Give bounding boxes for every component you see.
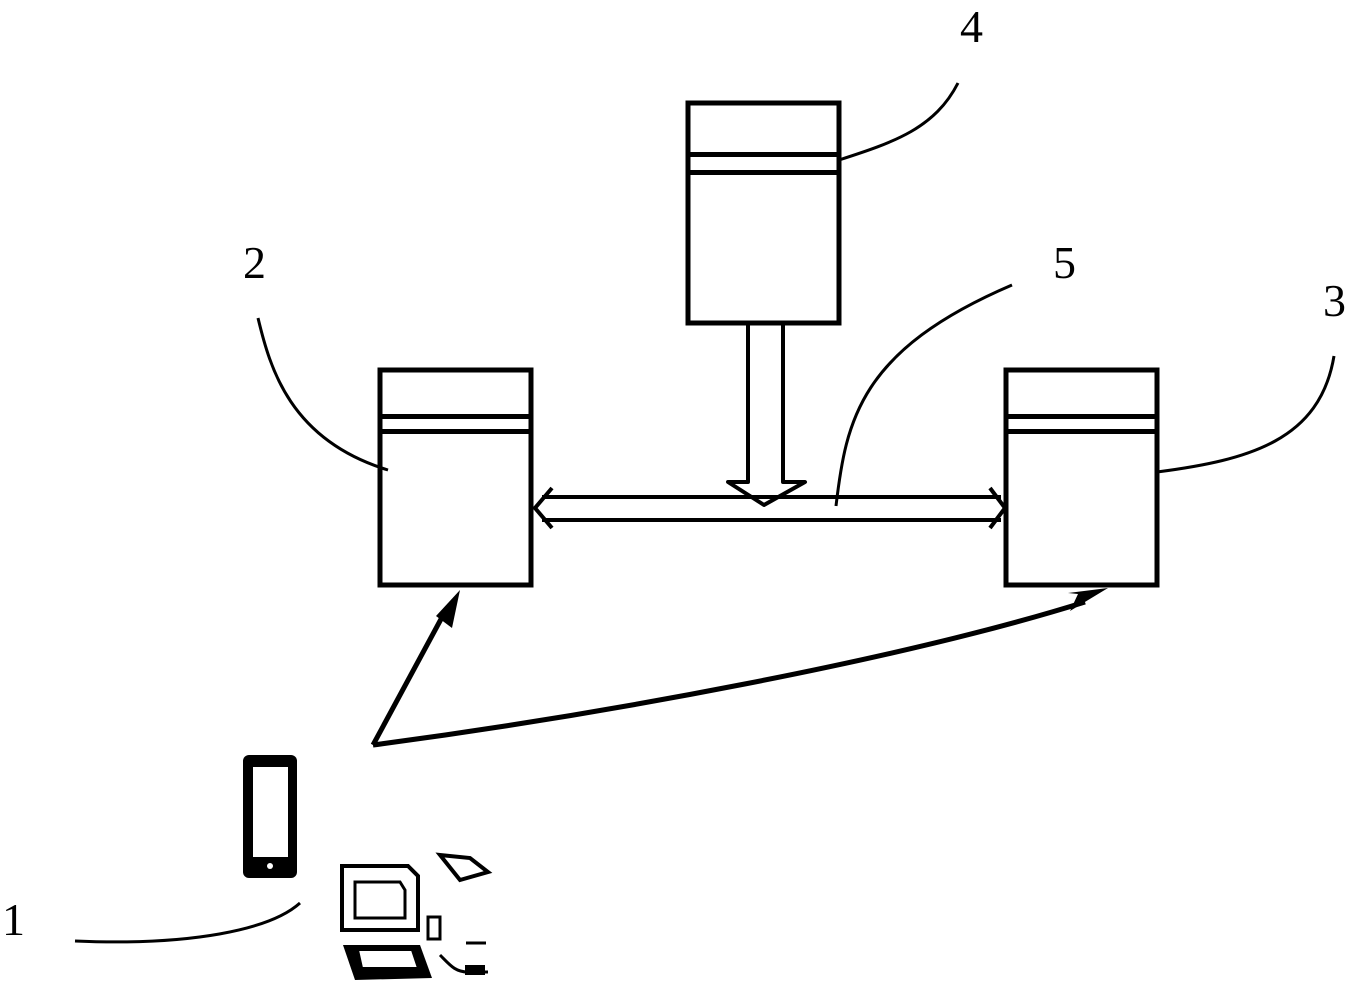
leader-line-5 [834,283,1013,507]
down-arrow [726,323,807,507]
label-5: 5 [1053,237,1076,288]
label-4: 4 [960,1,983,52]
leader-line-1 [74,901,302,944]
label-1: 1 [2,894,25,945]
arrow-terminal-to-server-3 [372,588,1108,748]
server-2-icon [377,367,534,588]
arrow-terminal-to-server-2 [370,590,460,747]
double-arrow-connector [532,486,1008,530]
label-2: 2 [243,237,266,288]
leader-line-2 [256,317,389,472]
computer-terminal-icon [340,852,493,980]
server-3-icon [1003,367,1160,588]
server-4-icon [685,100,842,326]
leader-line-4 [838,82,960,162]
label-3: 3 [1323,275,1346,326]
smartphone-icon [243,755,297,878]
leader-line-3 [1156,355,1336,474]
